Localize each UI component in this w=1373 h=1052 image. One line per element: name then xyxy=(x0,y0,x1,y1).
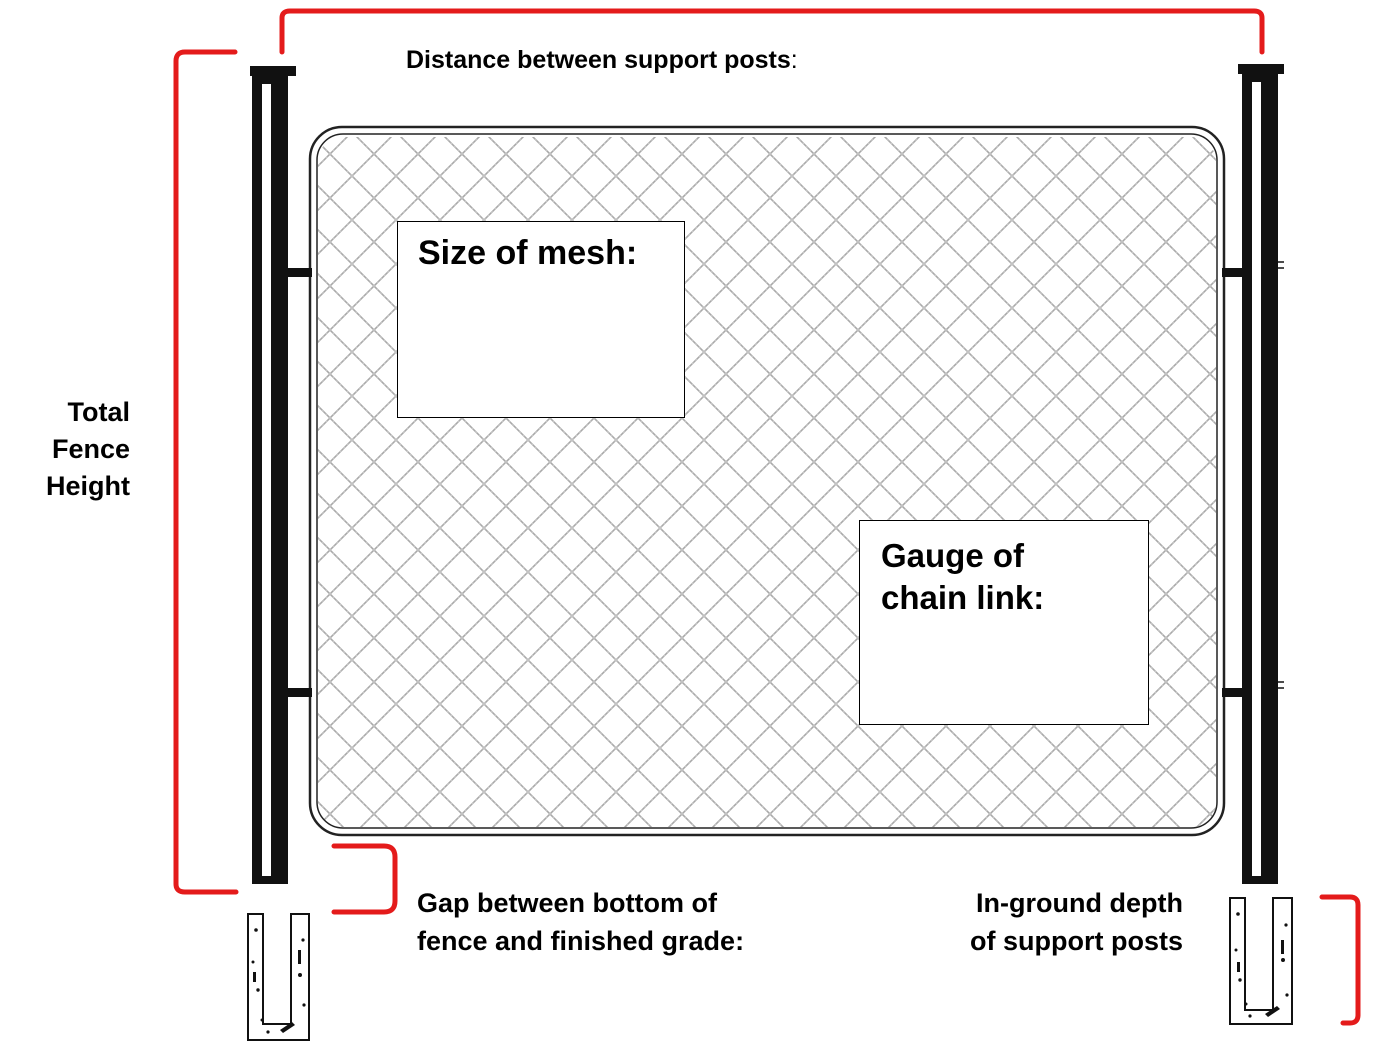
size-of-mesh-label: Size of mesh: xyxy=(418,234,638,272)
distance-label-text: Distance between support posts xyxy=(406,46,791,74)
total-height-line-2: Fence xyxy=(51,434,130,464)
distance-label-colon: : xyxy=(790,46,798,74)
size-of-mesh-box: Size of mesh: xyxy=(397,221,685,418)
right-post-icon xyxy=(1238,64,1284,884)
left-post-icon xyxy=(250,66,296,884)
in-ground-depth-label: In-ground depth of support posts xyxy=(900,884,1183,960)
depth-line-2: of support posts xyxy=(970,926,1183,956)
depth-line-1: In-ground depth xyxy=(976,888,1183,918)
bracket-gap xyxy=(331,843,398,915)
total-fence-height-label: Total Fence Height xyxy=(20,394,130,505)
fence-frame xyxy=(308,125,1226,837)
concrete-footing-icon xyxy=(247,897,1293,1041)
gap-line-1: Gap between bottom of xyxy=(417,888,717,918)
gauge-of-chain-link-label: Gauge of chain link: xyxy=(881,535,1148,619)
dimension-brackets xyxy=(173,8,1361,1026)
gap-label: Gap between bottom of fence and finished… xyxy=(417,884,744,960)
gauge-line-1: Gauge of xyxy=(881,537,1025,574)
total-height-line-1: Total xyxy=(67,397,131,427)
distance-between-posts-label: Distance between support posts: xyxy=(406,46,798,75)
bracket-in-ground-depth xyxy=(1319,894,1361,1026)
total-height-line-3: Height xyxy=(46,471,130,501)
gauge-line-2: chain link: xyxy=(881,579,1045,616)
bracket-total-height xyxy=(173,49,239,895)
gap-line-2: fence and finished grade: xyxy=(417,926,745,956)
bracket-distance-between-posts xyxy=(279,8,1265,55)
gauge-of-chain-link-box: Gauge of chain link: xyxy=(859,520,1149,725)
